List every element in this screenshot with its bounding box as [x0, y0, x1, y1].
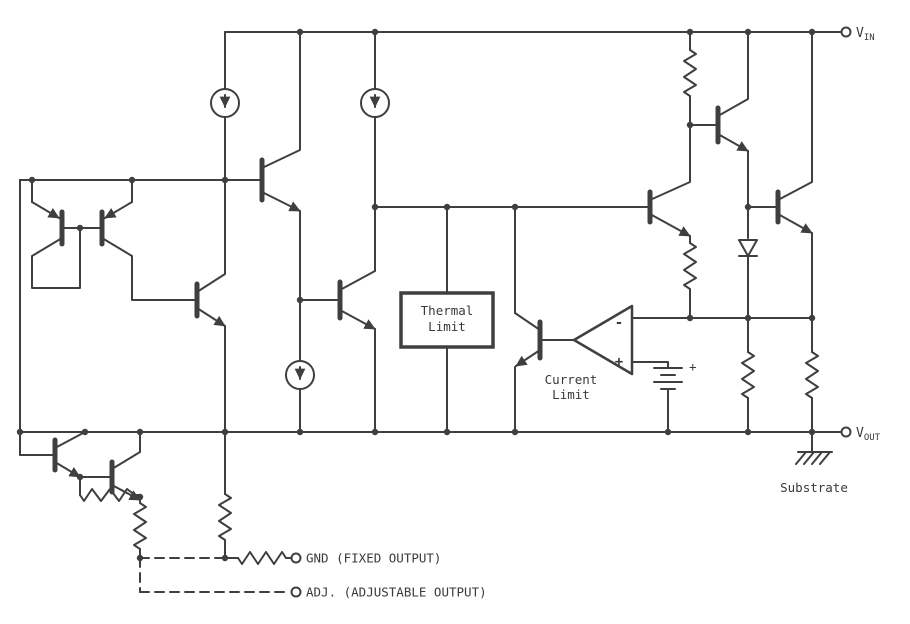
transistor-q4 — [19, 431, 86, 496]
resistor-r2 — [683, 242, 697, 319]
pass-transistor — [747, 31, 813, 319]
current-limit-label-line2: Limit — [552, 387, 590, 402]
vin-terminal-group: VIN — [840, 26, 875, 43]
current-source-2 — [360, 31, 390, 272]
resistor-r4 — [805, 317, 819, 433]
opamp-minus-sign: - — [615, 315, 623, 331]
adj-label: ADJ. (ADJUSTABLE OUTPUT) — [306, 585, 487, 600]
diode-d1 — [738, 239, 758, 319]
substrate-ground: Substrate — [780, 431, 848, 495]
voltage-reference-battery: + — [631, 359, 697, 433]
resistor-r8 — [237, 551, 287, 565]
resistor-r1 — [683, 31, 697, 126]
adj-terminal — [290, 586, 302, 598]
opamp-plus-sign: + — [615, 354, 623, 370]
current-limit-label-line1: Current — [545, 372, 598, 387]
thermal-limit-label-line1: Thermal — [421, 303, 474, 318]
substrate-label: Substrate — [780, 480, 848, 495]
vin-label: VIN — [856, 26, 875, 43]
gnd-label: GND (FIXED OUTPUT) — [306, 551, 441, 566]
transistor-q5 — [79, 431, 141, 504]
thermal-limit-box — [399, 291, 495, 349]
vout-label: VOUT — [856, 426, 881, 443]
current-source-3 — [285, 299, 315, 433]
gnd-terminal — [290, 552, 302, 564]
transistor-q2 — [337, 270, 376, 433]
current-source-1 — [210, 31, 240, 275]
resistor-r5 — [218, 493, 232, 559]
transistor-q1 — [259, 31, 341, 301]
transistor-q7 — [647, 124, 691, 244]
thermal-limit-label-line2: Limit — [428, 319, 466, 334]
thermal-limit-block: Thermal Limit — [399, 206, 495, 433]
transistor-q3 — [194, 273, 226, 495]
resistor-r3 — [741, 317, 755, 433]
adj-output-branch — [139, 557, 302, 598]
battery-plus-sign: + — [689, 359, 697, 374]
opamp-icon — [572, 304, 634, 376]
current-limit-transistor: Current Limit — [514, 206, 598, 433]
power-rails — [19, 31, 842, 456]
vout-terminal — [840, 426, 852, 438]
gnd-output-branch — [139, 551, 302, 565]
junction-dots — [16, 28, 816, 562]
resistor-r7 — [133, 502, 147, 559]
diode-icon — [738, 239, 758, 257]
vin-terminal — [840, 26, 852, 38]
error-amplifier: - + — [572, 304, 634, 376]
mirror-transistor-left — [31, 179, 103, 289]
mirror-transistor-right — [99, 179, 198, 301]
transistor-q6 — [689, 31, 749, 239]
vout-terminal-group: VOUT — [840, 426, 881, 443]
